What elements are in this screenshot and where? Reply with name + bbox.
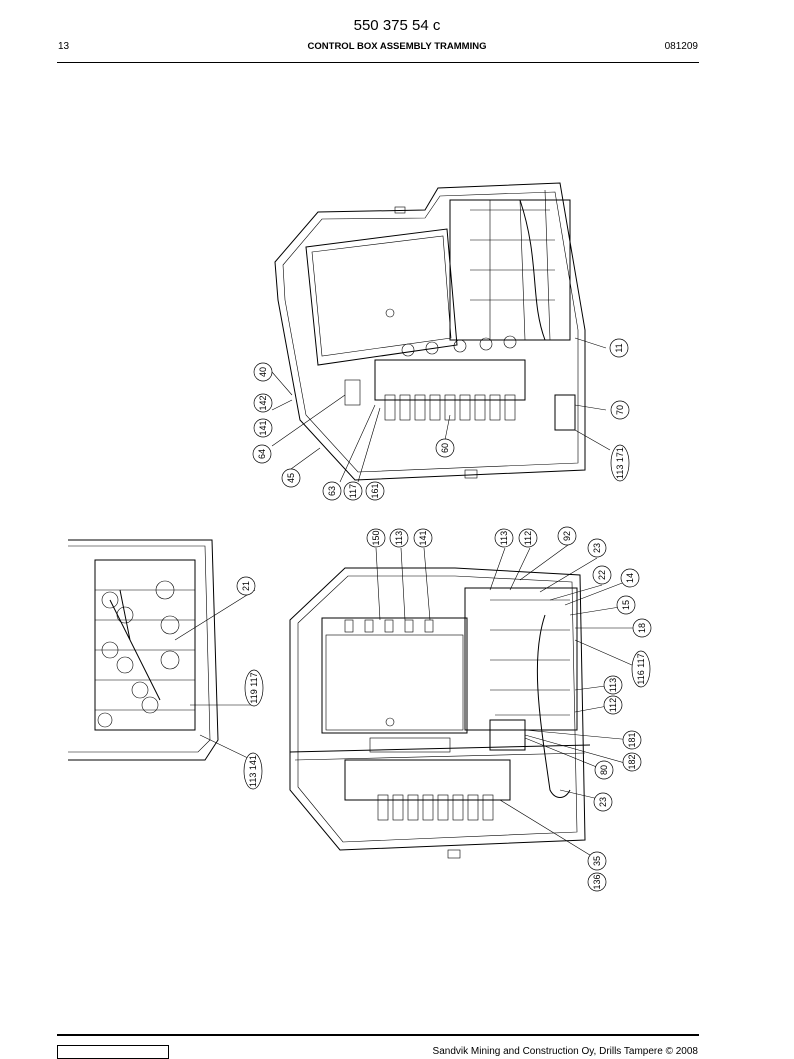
- callout-top-45: 45: [281, 468, 301, 488]
- callout-label: 117: [348, 484, 358, 498]
- callout-label: 70: [615, 405, 625, 415]
- footer-copyright: Sandvik Mining and Construction Oy, Dril…: [432, 1046, 698, 1057]
- callout-bottom-18: 18: [632, 618, 652, 638]
- left-detail-view: [68, 539, 219, 761]
- callout-top-63: 63: [322, 481, 342, 501]
- callout-bottom-23: 23: [593, 792, 613, 812]
- callout-top-141: 141: [253, 418, 273, 438]
- callout-label: 113 141: [248, 755, 258, 787]
- callout-left-21: 21: [236, 576, 256, 596]
- callout-label: 11: [614, 343, 624, 352]
- callout-bottom-141: 141: [413, 528, 433, 548]
- callout-label: 181: [627, 732, 637, 747]
- callout-label: 18: [637, 623, 647, 633]
- callout-label: 161: [370, 483, 380, 498]
- callout-label: 113: [608, 678, 618, 692]
- callout-label: 141: [258, 420, 268, 435]
- callout-top-64: 64: [252, 444, 272, 464]
- callout-bottom-92: 92: [557, 526, 577, 546]
- callout-bottom-23: 23: [587, 538, 607, 558]
- callout-label: 113: [394, 531, 404, 545]
- callout-label: 119 117: [249, 672, 259, 703]
- callout-label: 14: [625, 573, 635, 583]
- callout-bottom-150: 150: [366, 528, 386, 548]
- callout-bottom-182: 182: [622, 752, 642, 772]
- callout-label: 22: [597, 570, 607, 580]
- callout-bottom-80: 80: [594, 760, 614, 780]
- callout-label: 64: [257, 449, 267, 459]
- callout-label: 63: [327, 486, 337, 496]
- callout-label: 136: [592, 874, 602, 889]
- callout-label: 21: [241, 581, 251, 591]
- callout-label: 142: [258, 395, 268, 410]
- callout-bottom-112: 112: [518, 528, 538, 548]
- callout-label: 116 117: [636, 653, 646, 684]
- callout-label: 113: [499, 531, 509, 545]
- callout-label: 23: [592, 543, 602, 553]
- document-number: 550 375 54 c: [353, 17, 441, 34]
- callout-bottom-15: 15: [616, 595, 636, 615]
- callout-bottom-113: 113: [603, 675, 623, 695]
- callout-label: 112: [608, 698, 618, 712]
- callout-label: 113 171: [615, 447, 625, 479]
- callout-bottom-14: 14: [620, 568, 640, 588]
- callout-label: 182: [627, 754, 637, 769]
- page-number: 13: [58, 41, 70, 52]
- callout-bottom-113: 113: [494, 528, 514, 548]
- callout-bottom-112: 112: [603, 695, 623, 715]
- callout-label: 15: [621, 600, 631, 610]
- callout-top-60: 60: [435, 438, 455, 458]
- callout-label: 80: [599, 765, 609, 775]
- callout-label: 60: [440, 443, 450, 453]
- callout-left-113-141: 113 141: [243, 752, 263, 790]
- date-code: 081209: [664, 41, 698, 52]
- callout-bottom-113: 113: [389, 528, 409, 548]
- footer-rule: [57, 1034, 699, 1036]
- top-assembly-view: [271, 182, 611, 483]
- callout-left-119-117: 119 117: [244, 669, 264, 707]
- callout-top-113-171: 113 171: [610, 444, 630, 482]
- callout-top-161: 161: [365, 481, 385, 501]
- callout-bottom-116-117: 116 117: [631, 650, 651, 688]
- callout-top-70: 70: [610, 400, 630, 420]
- bottom-assembly-view: [174, 544, 642, 861]
- header-rule: [57, 62, 699, 63]
- callout-label: 150: [371, 530, 381, 545]
- callout-bottom-136: 136: [587, 872, 607, 892]
- callout-top-40: 40: [253, 362, 273, 382]
- sandvik-logo: [57, 1045, 169, 1059]
- callout-top-11: 11: [609, 338, 629, 358]
- callout-label: 92: [562, 531, 572, 541]
- callout-label: 23: [598, 797, 608, 807]
- callout-label: 45: [286, 473, 296, 483]
- callout-top-142: 142: [253, 393, 273, 413]
- page-title: CONTROL BOX ASSEMBLY TRAMMING: [307, 41, 487, 52]
- callout-label: 141: [418, 530, 428, 545]
- callout-label: 35: [592, 856, 602, 866]
- callout-bottom-181: 181: [622, 730, 642, 750]
- callout-label: 112: [523, 531, 533, 545]
- callout-bottom-35: 35: [587, 851, 607, 871]
- callout-label: 40: [258, 367, 268, 377]
- callout-top-117: 117: [343, 481, 363, 501]
- callout-bottom-22: 22: [592, 565, 612, 585]
